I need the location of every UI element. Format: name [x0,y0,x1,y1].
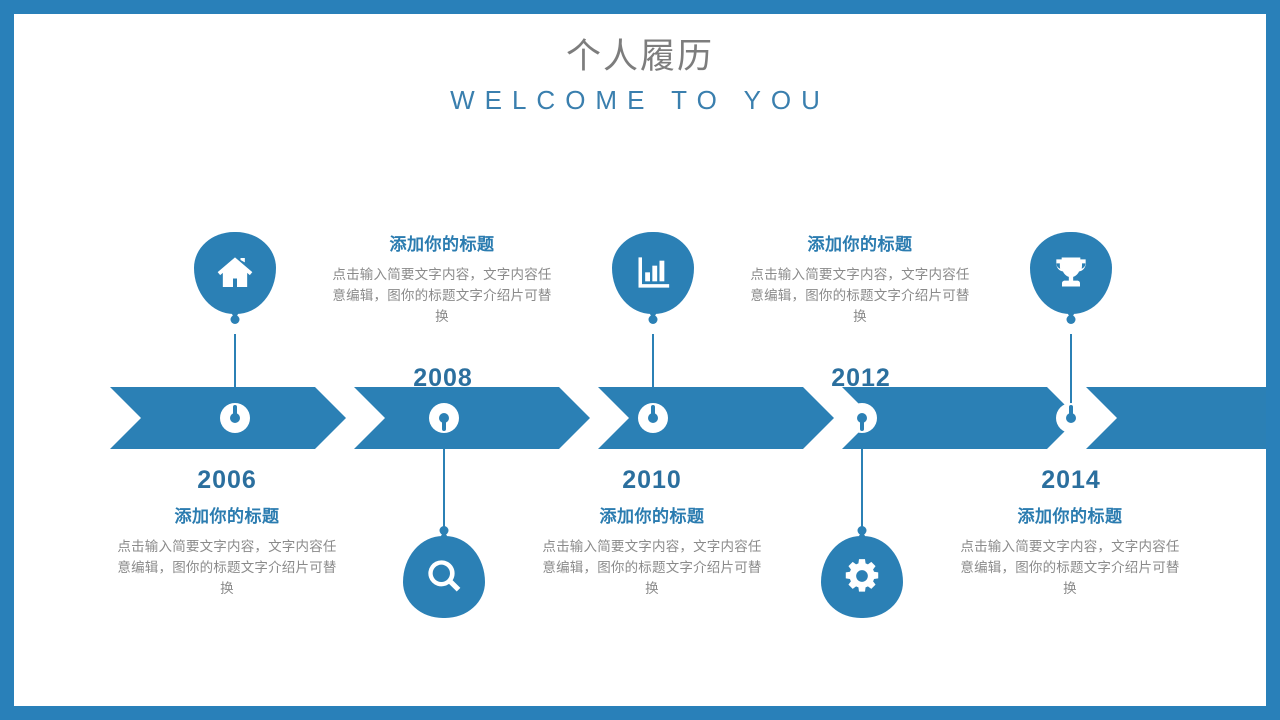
timeline-node-2008[interactable] [429,403,459,433]
node-slot [233,405,237,416]
block-title: 添加你的标题 [807,235,913,255]
block-body: 点击输入简要文字内容，文字内容任意编辑，图你的标题文字介绍片可替换 [542,539,762,597]
block-title: 添加你的标题 [1017,507,1123,527]
timeline-segment [598,387,834,449]
timeline-pin-2012[interactable] [821,518,903,618]
slide-canvas: 个人履历 WELCOME TO YOU [14,14,1266,706]
text-block-2010: 添加你的标题 点击输入简要文字内容，文字内容任意编辑，图你的标题文字介绍片可替换 [542,506,762,600]
node-slot [1069,405,1073,416]
node-dot [648,413,658,423]
connector-stem [861,432,863,532]
node-dot [857,413,867,423]
node-dot [1066,413,1076,423]
block-body: 点击输入简要文字内容，文字内容任意编辑，图你的标题文字介绍片可替换 [960,539,1180,597]
node-dot [439,413,449,423]
year-label-2008: 2008 [413,364,473,392]
block-title: 添加你的标题 [599,507,705,527]
connector-stem [652,334,654,406]
timeline-node-2014[interactable] [1056,403,1086,433]
timeline-pin-2008[interactable] [403,518,485,618]
block-title: 添加你的标题 [174,507,280,527]
timeline-node-2006[interactable] [220,403,250,433]
timeline-segment [354,387,590,449]
page-subtitle: WELCOME TO YOU [450,84,830,115]
year-label-2012: 2012 [831,364,891,392]
search-icon [424,556,464,596]
pin-nib [439,526,449,535]
block-body: 点击输入简要文字内容，文字内容任意编辑，图你的标题文字介绍片可替换 [117,539,337,597]
pin-nib [857,526,867,535]
pin-body [821,536,903,618]
pin-body [403,536,485,618]
text-block-2008: 添加你的标题 点击输入简要文字内容，文字内容任意编辑，图你的标题文字介绍片可替换 [332,234,552,328]
timeline-node-2012[interactable] [847,403,877,433]
timeline-bar [110,387,1170,449]
timeline-segment [842,387,1078,449]
pin-nib [648,315,658,324]
text-block-2014: 添加你的标题 点击输入简要文字内容，文字内容任意编辑，图你的标题文字介绍片可替换 [960,506,1180,600]
year-label-2010: 2010 [622,466,682,494]
timeline-pin-2014[interactable] [1030,232,1112,332]
timeline-pin-2006[interactable] [194,232,276,332]
block-title: 添加你的标题 [389,235,495,255]
block-body: 点击输入简要文字内容，文字内容任意编辑，图你的标题文字介绍片可替换 [332,267,552,325]
pin-nib [1066,315,1076,324]
timeline-node-2010[interactable] [638,403,668,433]
bar-chart-icon [633,252,673,292]
year-label-2006: 2006 [197,466,257,494]
block-body: 点击输入简要文字内容，文字内容任意编辑，图你的标题文字介绍片可替换 [750,267,970,325]
trophy-icon [1051,252,1091,292]
connector-stem [1070,334,1072,406]
timeline-segment [1086,387,1266,449]
text-block-2006: 添加你的标题 点击输入简要文字内容，文字内容任意编辑，图你的标题文字介绍片可替换 [117,506,337,600]
slide-header: 个人履历 WELCOME TO YOU [14,38,1266,116]
node-slot [442,420,446,431]
text-block-2012: 添加你的标题 点击输入简要文字内容，文字内容任意编辑，图你的标题文字介绍片可替换 [750,234,970,328]
node-slot [860,420,864,431]
node-dot [230,413,240,423]
home-icon [215,252,255,292]
gear-icon [842,556,882,596]
connector-stem [443,432,445,532]
pin-nib [230,315,240,324]
timeline-pin-2010[interactable] [612,232,694,332]
node-slot [651,405,655,416]
connector-stem [234,334,236,406]
page-title: 个人履历 [565,37,714,77]
year-label-2014: 2014 [1041,466,1101,494]
